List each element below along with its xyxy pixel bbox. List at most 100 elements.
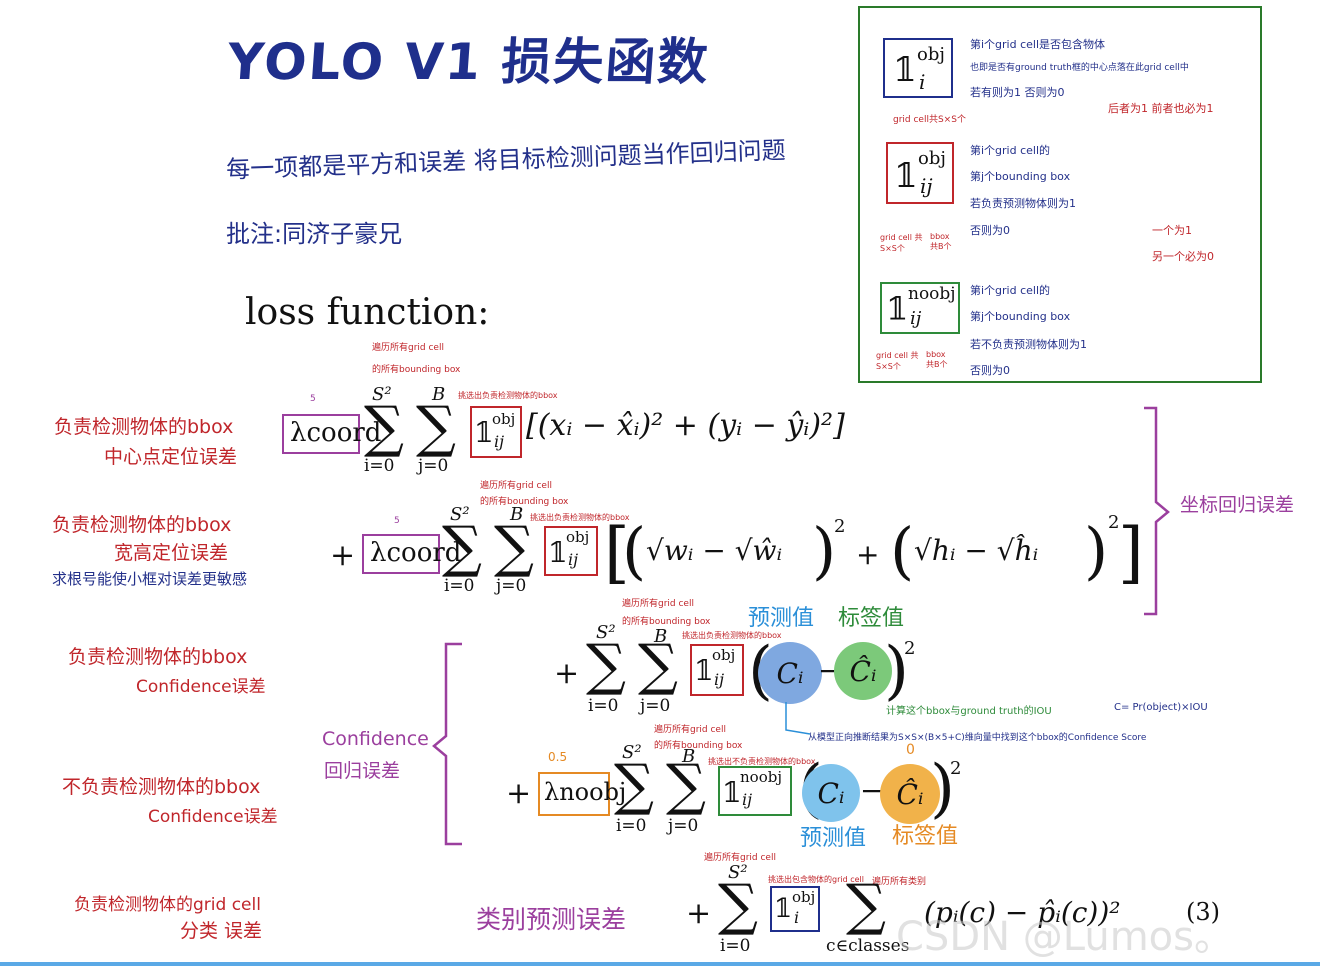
ann-select-noobj: 挑选出不负责检测物体的bbox	[708, 757, 816, 766]
legend-obj-i-line1: 第i个grid cell是否包含物体	[970, 38, 1106, 51]
legend-obj-ij-line3: 若负责预测物体则为1	[970, 197, 1076, 210]
indicator-obj-i: 𝟙 obj i	[883, 38, 953, 98]
target-zero: 0	[906, 742, 915, 758]
ann-traverse-4a: 遍历所有grid cell	[654, 725, 726, 735]
sum-bot-j-4: j=0	[668, 816, 699, 836]
sigma-i-5: ∑	[718, 873, 758, 938]
plus-2b: +	[856, 538, 880, 571]
square-4: 2	[950, 758, 962, 779]
note-class-2: 分类 误差	[180, 920, 263, 942]
ann-select-obj-3: 挑选出负责检测物体的bbox	[682, 631, 782, 640]
sum-top-s2-4: S²	[622, 742, 642, 763]
indicator-obj-ij-row3: 𝟙 obj ij	[690, 644, 744, 696]
subtitle: 每一项都是平方和误差 将目标检测问题当作回归问题	[225, 136, 787, 184]
ann-select-obj-1: 挑选出负责检测物体的bbox	[458, 391, 558, 400]
lambda-coord-1: λcoord	[290, 418, 382, 448]
loss-heading: loss function:	[245, 292, 490, 333]
coord-group-bracket	[1144, 406, 1170, 616]
term1: [(xᵢ − x̂ᵢ)² + (yᵢ − ŷᵢ)²]	[526, 408, 845, 443]
legend-side-note: 后者为1 前者也必为1	[1108, 102, 1214, 115]
note-center-1: 负责检测物体的bbox	[54, 416, 234, 438]
sum-top-s2-5: S²	[728, 862, 748, 883]
ann-traverse-3a: 遍历所有grid cell	[622, 599, 694, 609]
note-wh-3: 求根号能使小框对误差更敏感	[52, 570, 248, 588]
class-label: 类别预测误差	[476, 905, 627, 934]
conf-eq: C= Pr(object)×IOU	[1114, 702, 1208, 713]
lambda-coord-box-2: λcoord	[362, 534, 461, 574]
plus-4: +	[506, 776, 532, 811]
ann-cells: 遍历所有grid cell	[704, 853, 776, 863]
legend-obj-ij-line4: 否则为0	[970, 224, 1010, 237]
legend-obj-i-line3: 若有则为1 否则为0	[970, 86, 1065, 99]
bottom-rule	[0, 962, 1320, 966]
conf-group-label-2: 回归误差	[324, 760, 401, 782]
legend-obj-ij-line2: 第j个bounding box	[970, 170, 1071, 183]
bracket-open-2: [	[604, 514, 630, 591]
sum-bot-j-1: j=0	[418, 456, 449, 476]
sigma-c-5: ∑	[846, 873, 886, 938]
legend-noobj-line2: 第j个bounding box	[970, 310, 1071, 323]
sum-top-s2-3: S²	[596, 622, 616, 643]
lambda-coord-box-1: λcoord	[282, 414, 381, 454]
legend-panel	[858, 6, 1262, 383]
sigma-i-4: ∑	[614, 753, 654, 818]
paren-close-4: )	[930, 752, 955, 826]
sigma-i-1: ∑	[364, 395, 404, 460]
legend-one-line1: 一个为1	[1152, 224, 1192, 237]
sum-bot-i-3: i=0	[588, 696, 619, 716]
square-2a: 2	[834, 516, 846, 537]
sum-top-s2-1: S²	[372, 384, 392, 405]
true-conf-circle: Ĉᵢ	[834, 642, 892, 700]
paren-open-2b: (	[890, 514, 915, 587]
conf-group-label-1: Confidence	[322, 728, 429, 750]
true-label-3: 标签值	[838, 606, 905, 631]
indicator-obj-ij-row1: 𝟙 obj ij	[470, 406, 522, 458]
legend-obj-i-line2: 也即是否有ground truth框的中心点落在此grid cell中	[970, 63, 1189, 73]
legend-noobj-sub-left: grid cell 共S×S个	[876, 351, 919, 371]
sum-top-b-2: B	[510, 504, 524, 525]
term2b: √hᵢ − √ĥᵢ	[914, 534, 1039, 567]
sum-top-b-3: B	[654, 626, 668, 647]
indicator-obj-ij-row2: 𝟙 obj ij	[544, 526, 598, 576]
coord-weight-2: 5	[394, 516, 400, 526]
note-class-1: 负责检测物体的grid cell	[74, 895, 261, 915]
page-title: YOLO V1 损失函数	[225, 33, 712, 91]
ann-traverse-2b: 的所有bounding box	[480, 497, 569, 507]
sigma-j-3: ∑	[638, 633, 678, 698]
plus-3: +	[554, 656, 580, 691]
true-conf-circle-4: Ĉᵢ	[880, 764, 940, 824]
sigma-i-3: ∑	[586, 633, 626, 698]
iou-note: 计算这个bbox与ground truth的IOU	[886, 706, 1052, 717]
conf-group-bracket	[432, 642, 462, 846]
sum-top-s2-2: S²	[450, 504, 470, 525]
ann-select-cells: 挑选出包含物体的grid cell	[768, 875, 864, 884]
sum-bot-i-4: i=0	[616, 816, 647, 836]
sum-bot-c-5: c∈classes	[826, 936, 910, 956]
arrow-icon	[785, 702, 811, 735]
ann-traverse-1a: 遍历所有grid cell	[372, 343, 444, 353]
ann-classes: 遍历所有类别	[872, 877, 927, 887]
forward-note: 从模型正向推断结果为S×S×(B×5+C)维向量中找到这个bbox的Confid…	[808, 733, 1147, 743]
noobj-weight: 0.5	[548, 750, 568, 764]
ann-traverse-2a: 遍历所有grid cell	[480, 481, 552, 491]
sum-bot-i-2: i=0	[444, 576, 475, 596]
lambda-noobj: λnoobj	[544, 778, 627, 806]
plus-2: +	[330, 538, 356, 573]
sum-top-b-4: B	[682, 746, 696, 767]
sum-bot-i-5: i=0	[720, 936, 751, 956]
indicator-noobj-ij-row4: 𝟙 noobj ij	[718, 766, 792, 816]
coord-group-label: 坐标回归误差	[1180, 494, 1295, 516]
legend-noobj-sub-right: bbox 共B个	[926, 350, 948, 369]
watermark: CSDN @Lumos。	[896, 914, 1234, 960]
pred-label-3: 预测值	[748, 606, 815, 631]
pred-conf-circle: Cᵢ	[758, 642, 822, 704]
term5: (pᵢ(c) − p̂ᵢ(c))²	[924, 896, 1121, 929]
plus-5: +	[686, 896, 712, 931]
square-2b: 2	[1108, 512, 1120, 533]
indicator-obj-ij: 𝟙 obj ij	[886, 142, 954, 204]
square-3: 2	[904, 638, 916, 659]
legend-obj-ij-line1: 第i个grid cell的	[970, 144, 1051, 157]
legend-noobj-line4: 否则为0	[970, 364, 1010, 377]
lambda-coord-2: λcoord	[370, 538, 462, 568]
paren-close-2a: )	[812, 514, 837, 587]
